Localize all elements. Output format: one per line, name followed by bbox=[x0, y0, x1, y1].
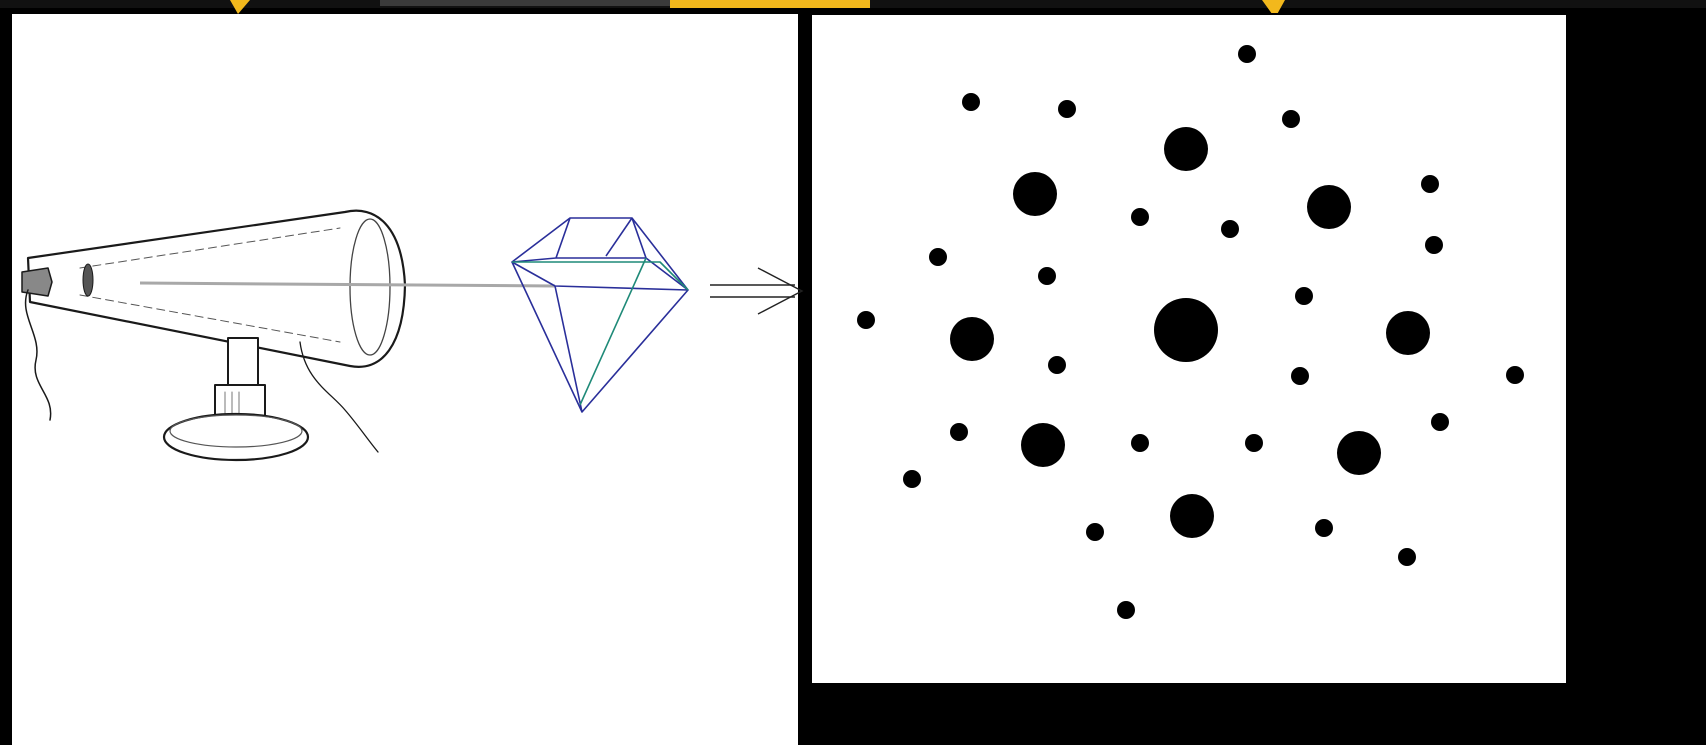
diffraction-spot bbox=[1245, 434, 1263, 452]
diffraction-spot bbox=[1282, 110, 1300, 128]
diffraction-spot bbox=[1021, 423, 1065, 467]
diffraction-spot bbox=[1154, 298, 1218, 362]
diffraction-spot bbox=[1131, 434, 1149, 452]
diffraction-spot bbox=[1086, 523, 1104, 541]
tube-cathode bbox=[22, 268, 52, 296]
diffraction-spot bbox=[1221, 220, 1239, 238]
diffraction-spot bbox=[929, 248, 947, 266]
diffraction-spot bbox=[1038, 267, 1056, 285]
diffraction-spot bbox=[1295, 287, 1313, 305]
diffraction-spot bbox=[950, 423, 968, 441]
diffraction-spot bbox=[1337, 431, 1381, 475]
stand-post bbox=[228, 338, 258, 390]
diffraction-spot bbox=[1398, 548, 1416, 566]
diffraction-spot bbox=[1238, 45, 1256, 63]
diffraction-spot bbox=[1164, 127, 1208, 171]
diffraction-spot bbox=[950, 317, 994, 361]
diffraction-spot bbox=[903, 470, 921, 488]
diffraction-spot bbox=[1117, 601, 1135, 619]
diffraction-spot bbox=[1425, 236, 1443, 254]
diffraction-spot bbox=[1307, 185, 1351, 229]
tube-target bbox=[83, 264, 93, 296]
diffraction-spot bbox=[1013, 172, 1057, 216]
diffraction-spot bbox=[857, 311, 875, 329]
diffraction-spot bbox=[1058, 100, 1076, 118]
banner-accent-center bbox=[670, 0, 870, 8]
diffraction-spot bbox=[1315, 519, 1333, 537]
left-panel bbox=[12, 14, 798, 745]
diffraction-spot bbox=[1291, 367, 1309, 385]
diffraction-spot bbox=[1506, 366, 1524, 384]
diffraction-spot bbox=[1431, 413, 1449, 431]
diffraction-spot bbox=[1048, 356, 1066, 374]
diffraction-spot bbox=[962, 93, 980, 111]
banner-band-gray bbox=[380, 0, 670, 6]
diffraction-spot bbox=[1421, 175, 1439, 193]
diffraction-spot bbox=[1386, 311, 1430, 355]
diffraction-spot bbox=[1170, 494, 1214, 538]
diffraction-spot bbox=[1131, 208, 1149, 226]
